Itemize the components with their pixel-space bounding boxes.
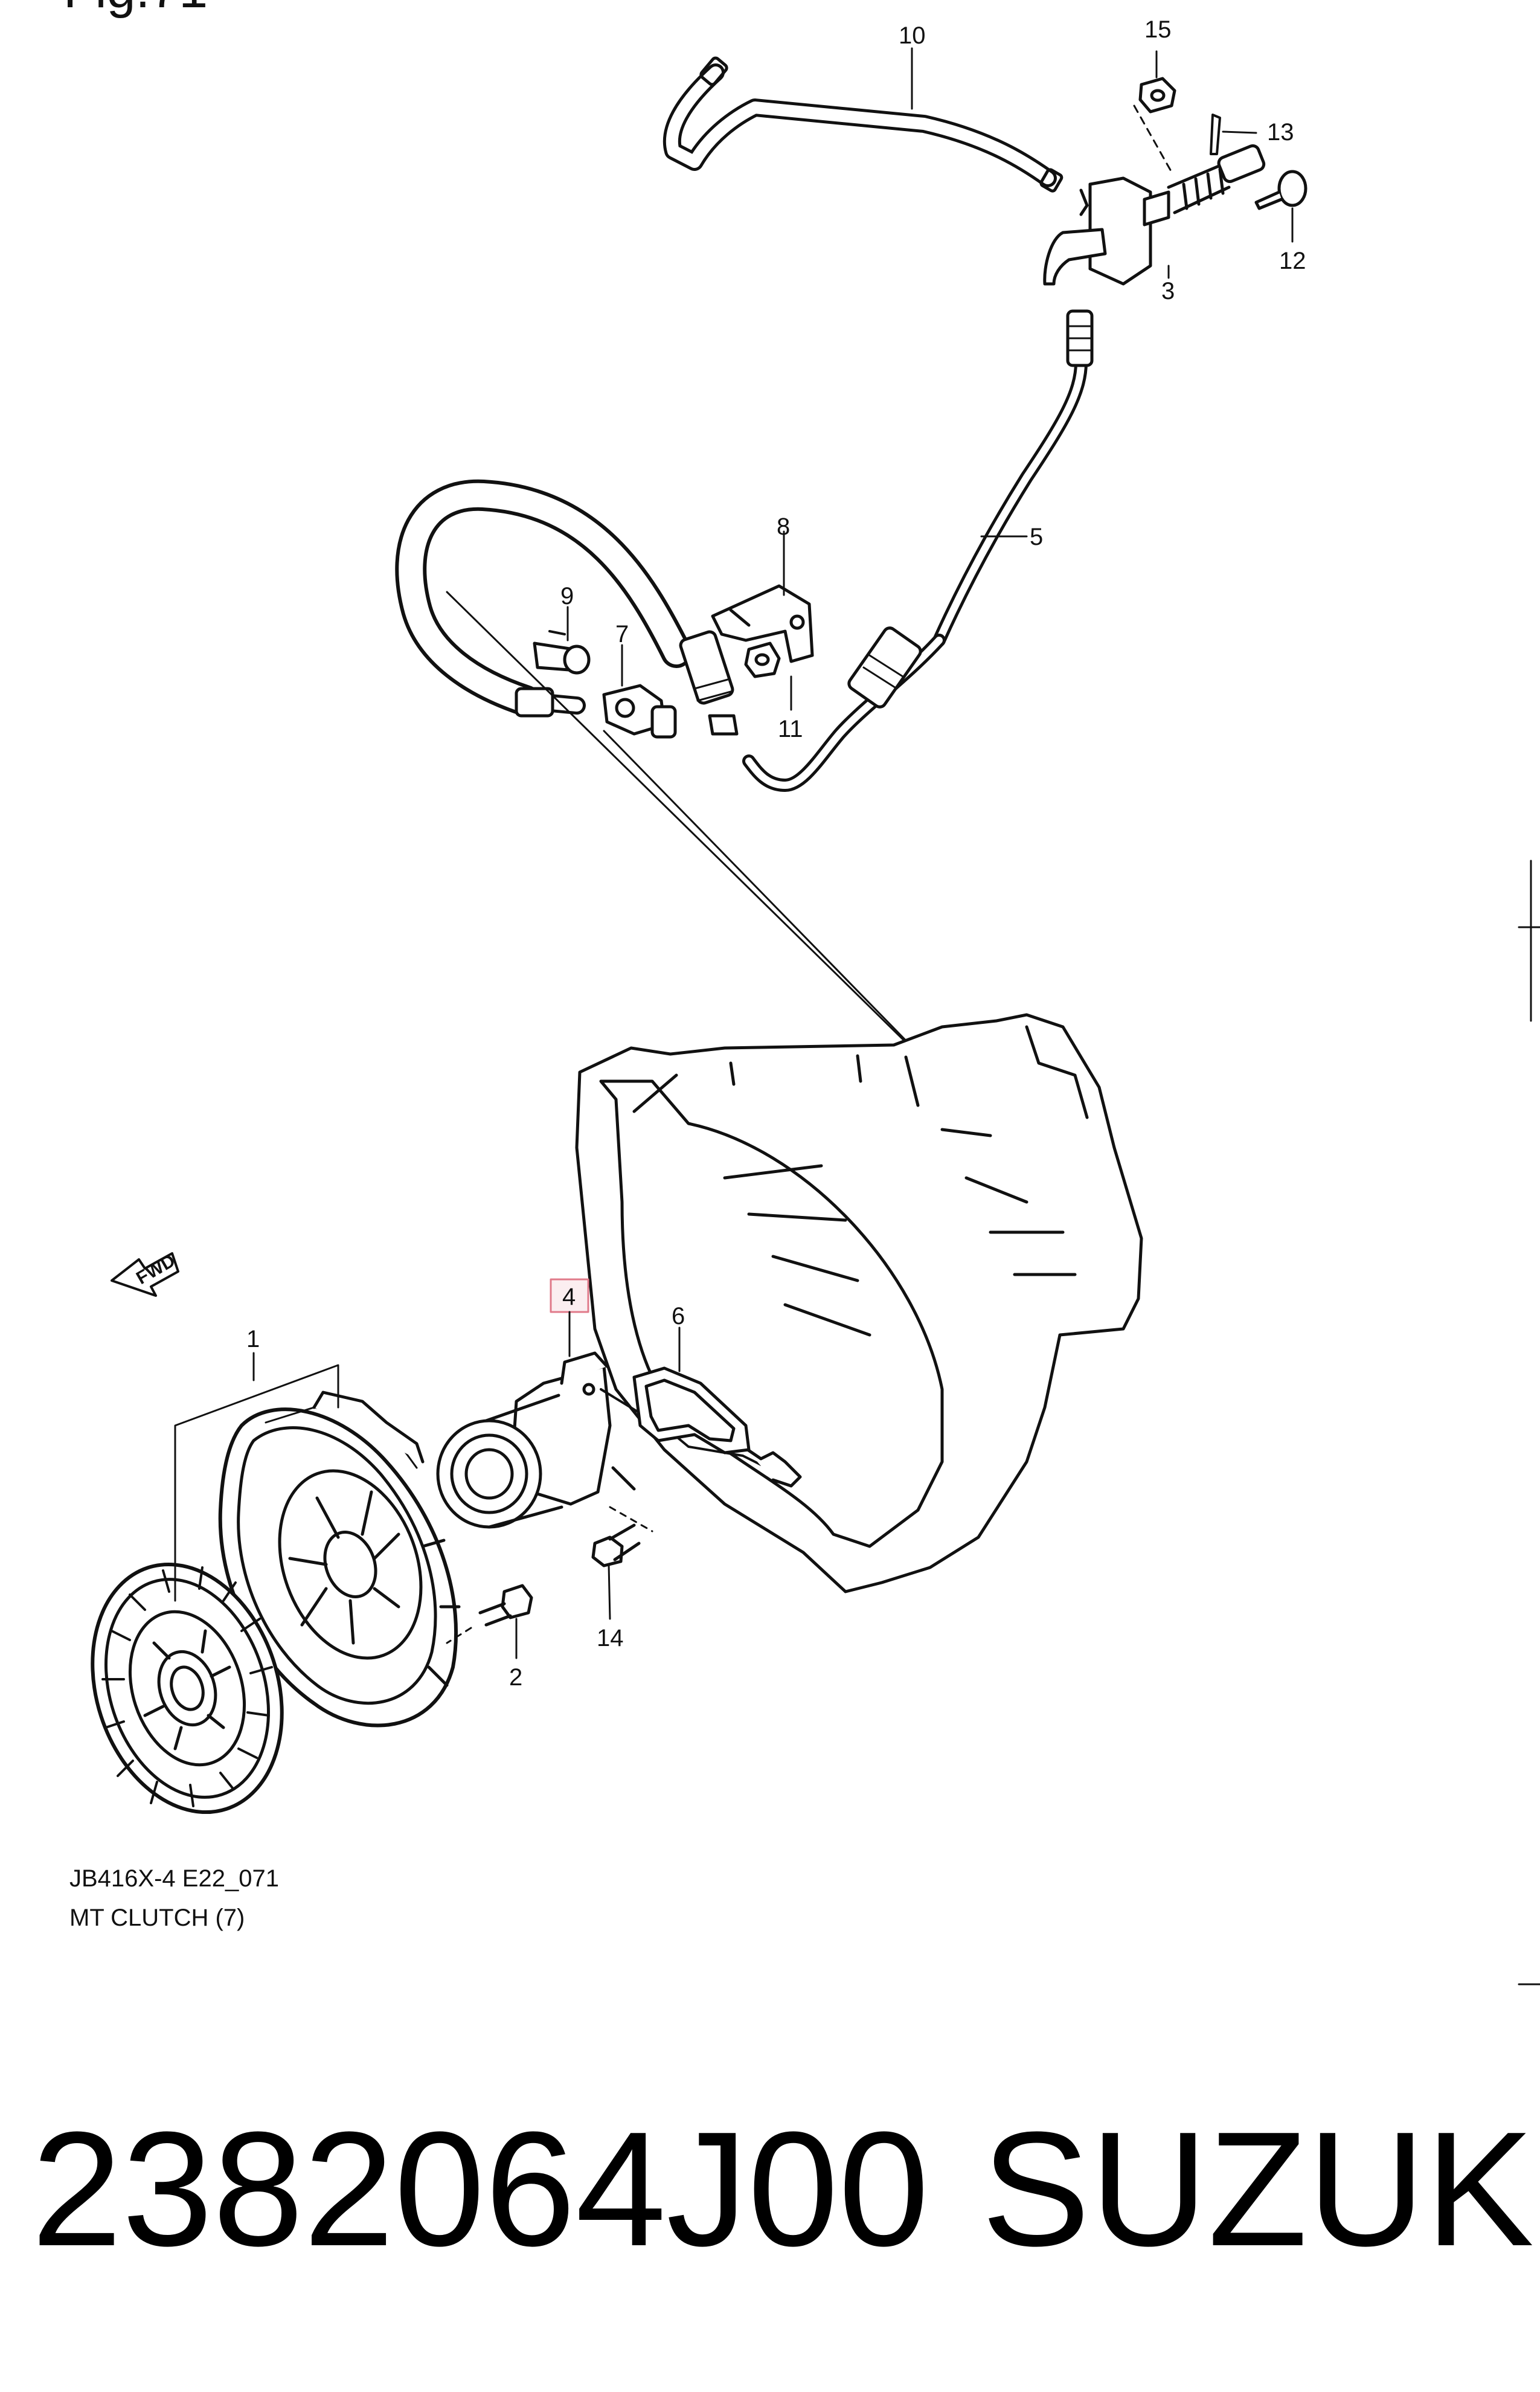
callout-2: 2 (509, 1664, 522, 1691)
callout-5: 5 (1030, 524, 1043, 550)
nut-11 (744, 641, 781, 678)
clutch-disc (91, 1562, 284, 1815)
clip-13 (1210, 114, 1221, 155)
callout-14: 14 (597, 1625, 624, 1651)
pin-12 (1254, 170, 1307, 210)
fwd-arrow-icon (111, 1252, 179, 1297)
transmission-housing (575, 1013, 1143, 1593)
brand-name: SUZUKI (981, 2098, 1540, 2280)
reference-title: MT CLUTCH (7) (69, 1905, 245, 1931)
callout-4-highlight-box (550, 1278, 589, 1313)
union-7 (602, 684, 677, 739)
callout-11: 11 (778, 716, 803, 742)
bolt-14 (591, 1523, 641, 1620)
callout-12: 12 (1279, 248, 1306, 274)
flexible-hose (395, 479, 739, 736)
callout-10: 10 (899, 22, 926, 49)
clutch-hose-10 (663, 56, 1064, 193)
callout-13: 13 (1267, 119, 1294, 146)
nut-15 (1138, 77, 1176, 114)
callout-8: 8 (777, 513, 790, 540)
clutch-cover (218, 1391, 461, 1728)
leader-1 (174, 1352, 339, 1511)
parts-diagram: Fig.71 (63, 0, 1540, 1985)
callout-6: 6 (672, 1303, 685, 1329)
figure-header-fragment: Fig.71 (63, 0, 208, 19)
callout-3: 3 (1161, 278, 1175, 304)
reference-code: JB416X-4 E22_071 (69, 1865, 279, 1892)
release-bearing-4 (436, 1351, 802, 1529)
master-cylinder-3 (1043, 144, 1266, 286)
callout-7: 7 (615, 621, 629, 648)
callout-1: 1 (246, 1326, 260, 1352)
clutch-pipe-5 (742, 309, 1094, 792)
part-number: 2382064J00 (31, 2098, 929, 2280)
bracket-8 (711, 584, 814, 663)
bolt-2 (478, 1584, 533, 1627)
callout-15: 15 (1144, 16, 1172, 43)
gasket-6 (632, 1366, 751, 1455)
callout-4: 4 (562, 1284, 576, 1310)
callout-9: 9 (560, 583, 574, 609)
clip-9 (533, 630, 591, 675)
